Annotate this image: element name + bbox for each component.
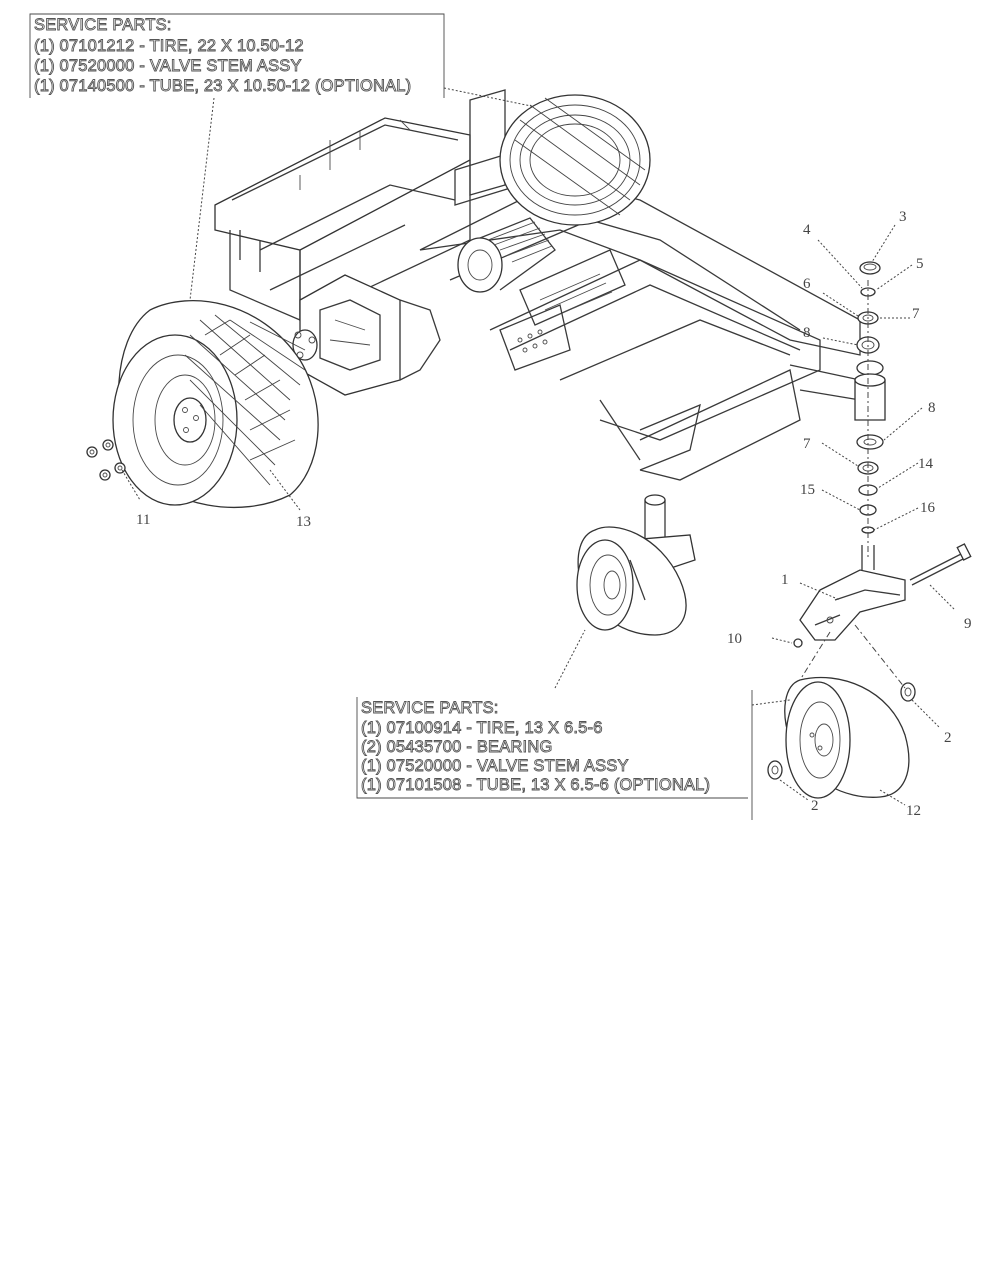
callout-15: 15 xyxy=(800,482,815,498)
leader-line xyxy=(871,224,896,263)
leader-line xyxy=(817,239,863,289)
callout-8-lower: 8 xyxy=(928,400,936,416)
leader-line xyxy=(883,407,923,441)
leader-line xyxy=(875,264,913,291)
callout-13: 13 xyxy=(296,514,311,530)
callout-12: 12 xyxy=(906,803,921,819)
axle-line xyxy=(799,624,906,689)
callout-16: 16 xyxy=(920,500,936,516)
leader-line xyxy=(269,469,301,511)
caster-fork xyxy=(799,545,906,641)
service-parts-rear-line-1: (1) 07101212 - TIRE, 22 X 10.50-12 xyxy=(34,37,304,55)
leader-line xyxy=(879,789,906,806)
callout-7-upper: 7 xyxy=(912,306,920,322)
service-parts-front-line-4: (1) 07101508 - TUBE, 13 X 6.5-6 (OPTIONA… xyxy=(361,776,710,794)
locknut xyxy=(793,638,803,648)
service-parts-front-line-3: (1) 07520000 - VALVE STEM ASSY xyxy=(361,757,629,775)
leader-line xyxy=(121,469,141,501)
rear-tire-right xyxy=(499,94,651,226)
service-parts-rear-title: SERVICE PARTS: xyxy=(34,16,172,34)
spindle-stack xyxy=(854,261,886,560)
lug-nuts xyxy=(86,439,126,481)
leader-line xyxy=(911,699,941,729)
service-parts-front-line-2: (2) 05435700 - BEARING xyxy=(361,738,553,756)
leader-line xyxy=(771,637,793,644)
callout-7-lower: 7 xyxy=(803,436,811,452)
callout-2-right: 2 xyxy=(944,730,952,746)
leader-line xyxy=(821,489,861,511)
rear-tire-left xyxy=(112,300,319,509)
callout-1: 1 xyxy=(781,572,789,588)
callout-6: 6 xyxy=(803,276,811,292)
front-caster-installed xyxy=(576,494,696,636)
callout-5: 5 xyxy=(916,256,924,272)
leader-line xyxy=(873,507,919,531)
leader-line xyxy=(929,584,956,611)
callout-8-upper: 8 xyxy=(803,325,811,341)
service-parts-rear-line-2: (1) 07520000 - VALVE STEM ASSY xyxy=(34,57,302,75)
leader-line xyxy=(821,442,859,467)
leader-line xyxy=(822,292,859,317)
service-parts-rear-line-3: (1) 07140500 - TUBE, 23 X 10.50-12 (OPTI… xyxy=(34,77,411,95)
service-parts-box-rear: SERVICE PARTS: (1) 07101212 - TIRE, 22 X… xyxy=(29,13,445,98)
axle-bolt xyxy=(909,543,972,586)
callout-4: 4 xyxy=(803,222,811,238)
callout-labels: 3 4 5 6 7 8 8 7 14 15 16 1 9 10 2 2 12 1… xyxy=(136,209,972,819)
leader-line xyxy=(822,337,859,346)
leader-line xyxy=(554,629,586,689)
callout-10: 10 xyxy=(727,631,742,647)
mower-frame xyxy=(214,89,861,481)
callout-2-left: 2 xyxy=(811,798,819,814)
leader-line xyxy=(799,582,841,601)
callout-3: 3 xyxy=(899,209,907,225)
leader-line xyxy=(877,462,919,489)
callout-9: 9 xyxy=(964,616,972,632)
leader-line xyxy=(751,699,791,706)
callout-14: 14 xyxy=(918,456,934,472)
service-parts-front-line-1: (1) 07100914 - TIRE, 13 X 6.5-6 xyxy=(361,719,603,737)
leader-line xyxy=(779,779,809,801)
service-parts-front-title: SERVICE PARTS: xyxy=(361,699,499,717)
service-parts-box-front: SERVICE PARTS: (1) 07100914 - TIRE, 13 X… xyxy=(356,697,748,799)
leader-line xyxy=(189,97,215,301)
callout-11: 11 xyxy=(136,512,150,528)
front-tire-exploded xyxy=(784,676,910,799)
